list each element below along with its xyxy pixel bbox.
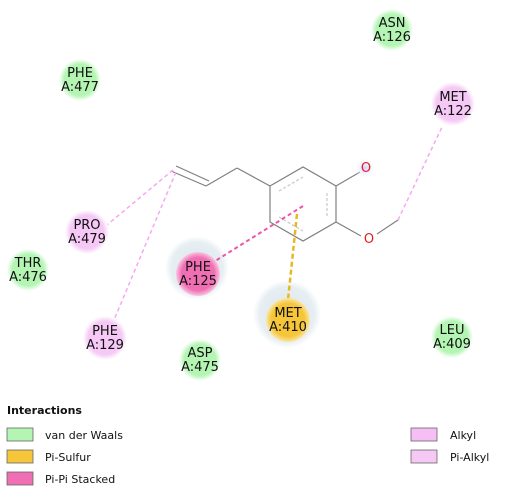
met122-name: MET (439, 90, 466, 105)
thr476-chain: A:476 (9, 270, 47, 285)
pro479-disc (65, 210, 109, 254)
phe125-chain: A:125 (179, 274, 217, 289)
asp475-disc (179, 339, 221, 381)
residue-leu409[interactable]: LEU A:409 (431, 316, 473, 358)
legend-swatch-van-der-waals (6, 427, 34, 442)
met122-chain: A:122 (434, 104, 472, 119)
asn126-chain: A:126 (373, 30, 411, 45)
phe477-disc (59, 59, 101, 101)
allyl-double-bond-inner (175, 165, 210, 182)
pro479-chain: A:479 (68, 232, 106, 247)
legend-title: Interactions (7, 404, 82, 417)
pi-pi-line-phe125 (211, 205, 304, 264)
residue-phe129[interactable]: PHE A:129 (83, 316, 127, 360)
residue-pro479[interactable]: PRO A:479 (65, 210, 109, 254)
methoxy-oxygen-label: O (364, 232, 374, 247)
residue-asp475[interactable]: ASP A:475 (179, 339, 221, 381)
asn126-name: ASN (379, 16, 406, 31)
phe129-chain: A:129 (86, 338, 124, 353)
met410-disc (266, 298, 310, 342)
asn126-disc (371, 9, 413, 51)
phe125-disc (176, 252, 220, 296)
residue-asn126[interactable]: ASN A:126 (371, 9, 413, 51)
phe129-name: PHE (92, 324, 118, 339)
residue-met410[interactable]: MET A:410 (266, 298, 310, 342)
pi-sulfur-line-met410 (286, 213, 299, 301)
leu409-chain: A:409 (433, 337, 471, 352)
legend-swatch-alkyl (410, 427, 438, 442)
methoxy-bond-2 (376, 219, 399, 235)
phe477-chain: A:477 (61, 80, 99, 95)
pi-alkyl-line-phe129 (113, 171, 177, 321)
legend-label-pi-alkyl: Pi-Alkyl (450, 451, 489, 464)
met410-name: MET (274, 306, 301, 321)
hydroxyl-glow (354, 157, 376, 179)
allyl-bond-1 (205, 167, 238, 187)
residue-phe125[interactable]: PHE A:125 (176, 252, 220, 296)
phe125-name: PHE (185, 260, 211, 275)
legend: Interactions van der Waals Pi-Sulfur Pi-… (6, 404, 489, 486)
allyl-bond-2 (236, 167, 271, 187)
residue-phe477[interactable]: PHE A:477 (59, 59, 101, 101)
hydroxyl-oxygen-label: O (361, 161, 371, 176)
asp475-chain: A:475 (181, 360, 219, 375)
asp475-name: ASP (188, 346, 213, 361)
alkyl-line-pro479 (100, 169, 174, 231)
thr476-name: THR (14, 256, 42, 271)
interaction-lines (100, 126, 443, 321)
ligand-structure: O O (170, 157, 399, 247)
met122-disc (431, 82, 475, 126)
legend-swatch-pi-alkyl (410, 449, 438, 464)
leu409-name: LEU (440, 323, 465, 338)
methoxy-bond-1 (335, 221, 362, 237)
residue-met122[interactable]: MET A:122 (431, 82, 475, 126)
legend-swatch-pi-sulfur (6, 449, 34, 464)
phe477-name: PHE (67, 66, 93, 81)
legend-swatch-pi-pi-stacked (6, 471, 34, 486)
alkyl-line-met122 (397, 126, 443, 221)
phe129-disc (83, 316, 127, 360)
legend-label-pi-sulfur: Pi-Sulfur (45, 451, 91, 464)
leu409-disc (431, 316, 473, 358)
hydroxyl-bond (335, 171, 361, 187)
legend-label-van-der-waals: van der Waals (45, 429, 123, 442)
allyl-double-bond-outer (170, 170, 207, 187)
residue-thr476[interactable]: THR A:476 (7, 249, 49, 291)
legend-label-alkyl: Alkyl (450, 429, 476, 442)
legend-label-pi-pi-stacked: Pi-Pi Stacked (45, 473, 115, 486)
pro479-name: PRO (73, 218, 100, 233)
thr476-disc (7, 249, 49, 291)
met410-chain: A:410 (269, 320, 307, 335)
benzene-ring (269, 166, 337, 242)
